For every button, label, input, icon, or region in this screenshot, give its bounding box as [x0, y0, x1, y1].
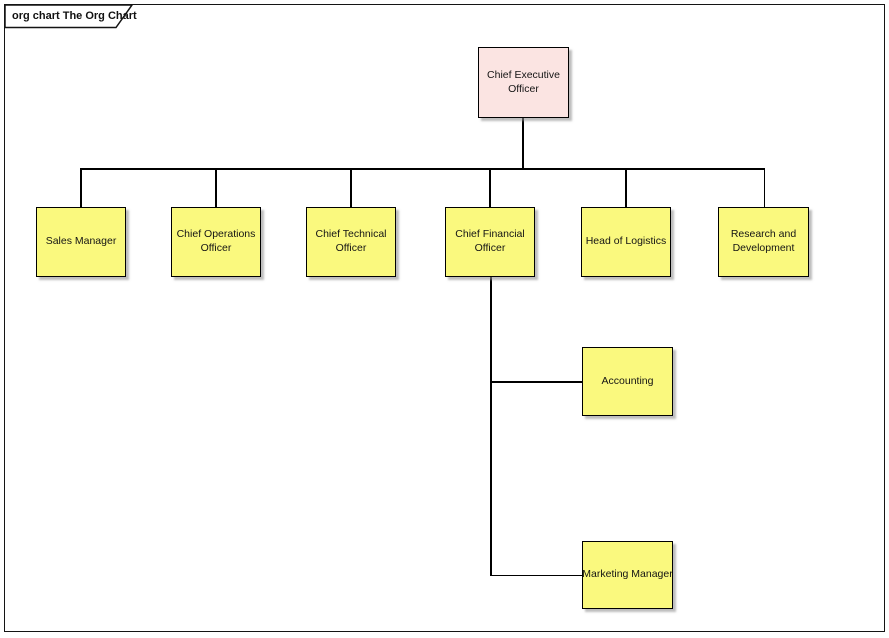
- diagram-tab-shape: [4, 4, 134, 29]
- org-node-label: Chief Operations Officer: [176, 228, 256, 254]
- org-node-label: Accounting: [601, 374, 654, 387]
- org-node-sales-manager[interactable]: Sales Manager: [36, 207, 126, 277]
- edge-drop-head-of-logistics: [625, 168, 627, 208]
- org-node-label: Chief Technical Officer: [315, 228, 387, 254]
- edge-drop-chief-financial-officer: [489, 168, 491, 208]
- edge-drop-chief-operations-officer: [215, 168, 217, 208]
- org-node-accounting[interactable]: Accounting: [582, 347, 673, 416]
- edge-ceo-trunk: [522, 118, 524, 169]
- edge-drop-chief-technical-officer: [350, 168, 352, 208]
- diagram-title: org chart The Org Chart: [12, 10, 137, 22]
- org-node-research-and-development[interactable]: Research and Development: [718, 207, 809, 277]
- org-node-label: Marketing Manager: [582, 568, 673, 581]
- diagram-tab: org chart The Org Chart: [4, 4, 137, 30]
- edge-drop-sales-manager: [80, 168, 82, 208]
- org-node-chief-executive-officer[interactable]: Chief Executive Officer: [478, 47, 569, 118]
- org-node-chief-operations-officer[interactable]: Chief Operations Officer: [171, 207, 261, 277]
- org-node-chief-financial-officer[interactable]: Chief Financial Officer: [445, 207, 535, 277]
- org-node-label: Research and Development: [730, 228, 797, 254]
- edge-cfo-to-accounting: [490, 381, 583, 383]
- edge-ceo-children-bus: [80, 168, 765, 170]
- edge-cfo-trunk: [490, 277, 492, 576]
- diagram-frame: org chart The Org Chart Chief Executive …: [4, 4, 885, 632]
- org-node-label: Chief Financial Officer: [455, 228, 525, 254]
- org-node-chief-technical-officer[interactable]: Chief Technical Officer: [306, 207, 396, 277]
- org-node-head-of-logistics[interactable]: Head of Logistics: [581, 207, 671, 277]
- org-node-marketing-manager[interactable]: Marketing Manager: [582, 541, 673, 609]
- org-node-label: Sales Manager: [45, 235, 117, 248]
- edge-cfo-to-marketing-manager: [490, 574, 583, 576]
- edge-drop-research-and-development: [763, 168, 765, 208]
- org-node-label: Chief Executive Officer: [487, 68, 560, 95]
- org-node-label: Head of Logistics: [585, 235, 667, 248]
